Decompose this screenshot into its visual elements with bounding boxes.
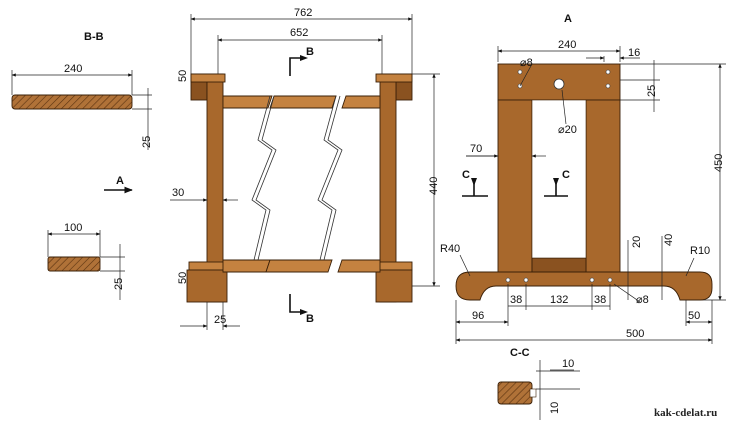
dim-38a: 38: [510, 294, 522, 306]
cut-c-left: C: [462, 169, 470, 181]
right-top-cap: [375, 73, 413, 83]
dim-r40: R40: [440, 243, 460, 255]
dim-240-side: 240: [558, 39, 576, 51]
board-100-section: [47, 256, 101, 272]
dim-d8-bottom: ⌀8: [636, 294, 649, 306]
dim-450: 450: [713, 154, 725, 172]
cc-section: [497, 381, 533, 405]
dim-25-foot: 25: [214, 314, 226, 326]
dim-50-top: 50: [177, 70, 189, 82]
dim-240-bb: 240: [64, 63, 82, 75]
dim-132: 132: [550, 294, 568, 306]
right-foot: [375, 269, 413, 303]
dim-40: 40: [663, 234, 675, 246]
top-rail-mid: [269, 95, 337, 109]
dim-16: 16: [628, 47, 640, 59]
bottom-rail-left: [222, 259, 271, 273]
dim-30: 30: [172, 187, 184, 199]
dim-cc-b: 10: [549, 402, 561, 414]
dim-762: 762: [294, 7, 312, 19]
dim-652: 652: [290, 27, 308, 39]
dim-440: 440: [428, 177, 440, 195]
dim-d20: ⌀20: [558, 124, 577, 136]
board-240-section: [11, 94, 133, 110]
left-top-cap: [190, 73, 226, 83]
bottom-rail-mid: [265, 259, 333, 273]
section-bb: B-B 240 25 50: [11, 31, 189, 150]
dim-25-side: 25: [646, 85, 658, 97]
watermark: kak-cdelat.ru: [654, 407, 717, 419]
dim-r10: R10: [690, 245, 710, 257]
side-base: [455, 271, 713, 301]
cut-c-right: C: [562, 169, 570, 181]
side-view: A 240 16 ⌀8 ⌀20 25 450: [440, 13, 726, 344]
side-bottom-rail: [531, 257, 587, 273]
dim-25-bb: 25: [141, 136, 153, 148]
side-left-leg: [497, 99, 533, 273]
section-cc: C-C 10 10: [497, 347, 580, 420]
left-foot: [186, 269, 228, 303]
section-100: 100 25: [47, 222, 125, 300]
dim-500: 500: [626, 328, 644, 340]
dim-38b: 38: [594, 294, 606, 306]
section-cc-title: C-C: [510, 347, 530, 359]
dim-70: 70: [470, 143, 482, 155]
hole-20: [553, 78, 565, 90]
view-arrow-a: A: [104, 175, 133, 194]
dim-25-small: 25: [113, 278, 125, 290]
right-foot-cap: [375, 261, 413, 271]
dim-20: 20: [631, 236, 643, 248]
dim-100: 100: [64, 222, 82, 234]
dim-50-bottom: 50: [177, 272, 189, 284]
side-title: A: [564, 13, 572, 25]
left-foot-cap: [188, 261, 228, 271]
side-right-leg: [585, 99, 621, 273]
top-rail-right: [341, 95, 381, 109]
top-rail-left: [222, 95, 273, 109]
dim-96: 96: [472, 310, 484, 322]
cut-b-top: B: [306, 46, 314, 58]
arrow-a-label: A: [116, 175, 124, 187]
dim-d8-top: ⌀8: [520, 57, 533, 69]
dim-50-base: 50: [688, 310, 700, 322]
bottom-rail-right: [337, 259, 381, 273]
cut-b-bottom: B: [306, 313, 314, 325]
front-view: 762 652 B B: [170, 7, 440, 330]
section-bb-title: B-B: [84, 31, 104, 43]
dim-cc-a: 10: [562, 358, 574, 370]
